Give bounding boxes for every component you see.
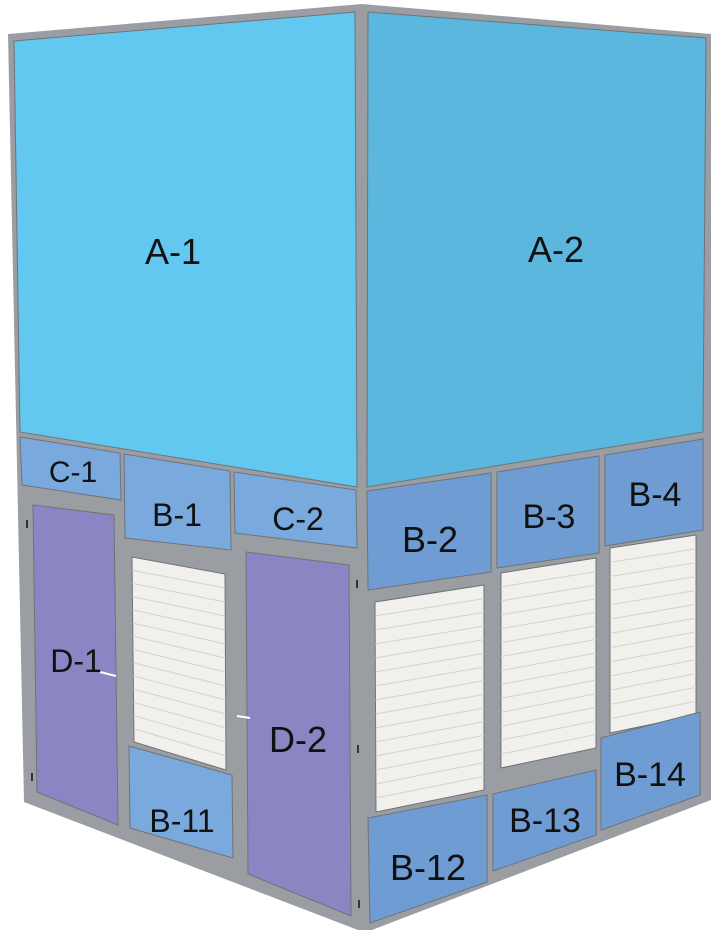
louver-slat: [500, 733, 597, 755]
louver-slat: [375, 734, 485, 757]
louver-slat: [500, 679, 597, 699]
panel-b4: [604, 438, 704, 547]
door-d2[interactable]: [245, 551, 352, 917]
louver-b14-slats: [609, 548, 697, 720]
label-b1: B-1: [152, 497, 202, 533]
label-c2: C-2: [272, 501, 324, 537]
label-c1: C-1: [49, 456, 97, 489]
louver-slat: [375, 639, 485, 659]
label-b2: B-2: [402, 519, 458, 560]
panel-b2: [366, 472, 492, 591]
louver-slat: [500, 625, 597, 644]
louver-slat: [500, 666, 597, 685]
label-b3: B-3: [523, 498, 576, 536]
louver-left-slats: [132, 569, 227, 757]
label-a1: A-1: [145, 231, 201, 272]
louver-slat: [132, 596, 226, 617]
panel-b13: [492, 769, 597, 872]
louver-slat: [500, 611, 597, 630]
louver-b12: [374, 584, 485, 813]
louver-slat: [609, 645, 697, 663]
label-d2: D-2: [269, 719, 327, 760]
louver-slat: [500, 571, 597, 588]
louver-slat: [133, 728, 227, 757]
door-d1[interactable]: [32, 504, 119, 826]
louver-slat: [375, 680, 485, 701]
louver-slat: [375, 721, 485, 743]
louver-slat: [500, 720, 597, 741]
louver-slat: [132, 569, 226, 589]
label-b4: B-4: [629, 476, 682, 514]
louver-slat: [500, 638, 597, 658]
label-d1: D-1: [50, 643, 102, 679]
louver-slat: [500, 706, 597, 727]
label-b14: B-14: [614, 756, 686, 794]
louver-slat: [500, 652, 597, 671]
louver-slat: [375, 693, 485, 715]
door-handle-d2: [236, 715, 251, 719]
louver-slat: [500, 598, 597, 616]
louver-slat: [500, 584, 597, 602]
louver-slat: [609, 548, 697, 563]
louver-slat: [133, 675, 226, 701]
louver-slat: [609, 686, 697, 706]
louver-slat: [609, 631, 697, 649]
louver-slat: [375, 762, 485, 785]
louver-slat: [375, 666, 485, 687]
door-handle-d1: [99, 671, 117, 677]
louver-slat: [133, 662, 226, 687]
panel-c1: [19, 436, 122, 501]
louver-slat: [609, 617, 697, 634]
panel-b3: [496, 455, 600, 569]
louver-slat: [132, 622, 226, 645]
louver-slat: [375, 775, 485, 799]
louver-slat: [374, 598, 485, 617]
louver-slat: [133, 701, 226, 729]
louver-slat: [133, 715, 226, 743]
louver-slat: [132, 582, 226, 603]
louver-slat: [609, 576, 697, 592]
louver-slat: [609, 700, 697, 720]
louver-slat: [609, 672, 697, 691]
louver-b12-slats: [374, 598, 485, 799]
label-b12: B-12: [390, 847, 466, 888]
louver-slat: [609, 659, 697, 677]
louver-slat: [609, 589, 697, 606]
label-b13: B-13: [509, 802, 581, 840]
label-b11: B-11: [149, 803, 214, 839]
louver-slat: [375, 707, 485, 729]
louver-slat: [375, 625, 485, 645]
panel-b1: [123, 453, 232, 551]
louver-slat: [375, 611, 485, 631]
panel-a1: [13, 11, 358, 488]
louver-left: [131, 556, 227, 771]
louver-slat: [132, 609, 226, 631]
louver-slat: [500, 693, 597, 713]
label-a2: A-2: [528, 229, 584, 270]
panel-c2: [233, 471, 358, 549]
louver-slat: [132, 635, 226, 659]
louver-slat: [609, 603, 697, 620]
louver-slat: [133, 688, 226, 715]
panel-b11: [128, 745, 234, 859]
louver-b13: [500, 557, 597, 769]
panel-a2: [366, 11, 707, 488]
louver-b13-slats: [500, 571, 597, 755]
panel-b12: [367, 794, 488, 924]
louver-slat: [132, 649, 226, 673]
louver-slat: [609, 562, 697, 577]
louver-slat: [375, 748, 485, 771]
louver-slat: [375, 652, 485, 673]
panel-b14: [600, 711, 701, 831]
